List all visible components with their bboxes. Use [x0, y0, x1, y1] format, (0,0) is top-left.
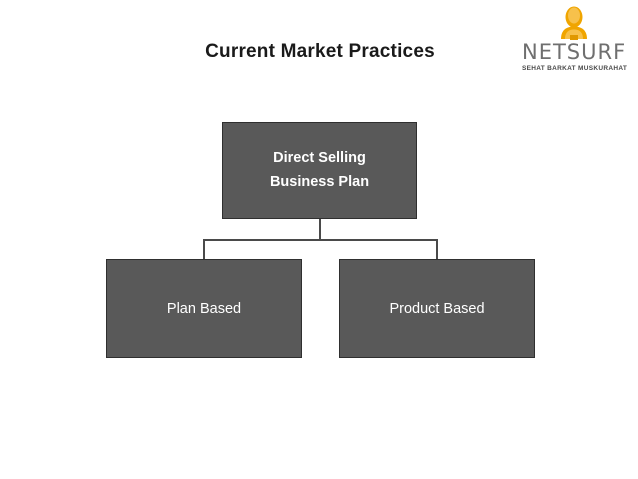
connector-root-vertical [319, 219, 321, 240]
connector-left-vertical [203, 239, 205, 260]
node-root-line2: Business Plan [269, 173, 370, 190]
page-title: Current Market Practices [205, 41, 435, 62]
netsurf-person-icon [522, 6, 626, 40]
brand-logo: NETSURF SEHAT BARKAT MUSKURAHAT [522, 6, 628, 72]
node-plan-based: Plan Based [106, 259, 302, 358]
logo-wordmark: NETSURF [522, 40, 627, 64]
node-product-based-label: Product Based [389, 300, 485, 317]
node-direct-selling-business-plan: Direct Selling Business Plan [222, 122, 417, 219]
node-root-line1: Direct Selling [273, 149, 366, 166]
logo-tagline: SEHAT BARKAT MUSKURAHAT [522, 65, 628, 72]
node-product-based: Product Based [339, 259, 535, 358]
connector-right-vertical [436, 239, 438, 260]
node-plan-based-label: Plan Based [166, 300, 242, 317]
connector-horizontal [203, 239, 438, 241]
